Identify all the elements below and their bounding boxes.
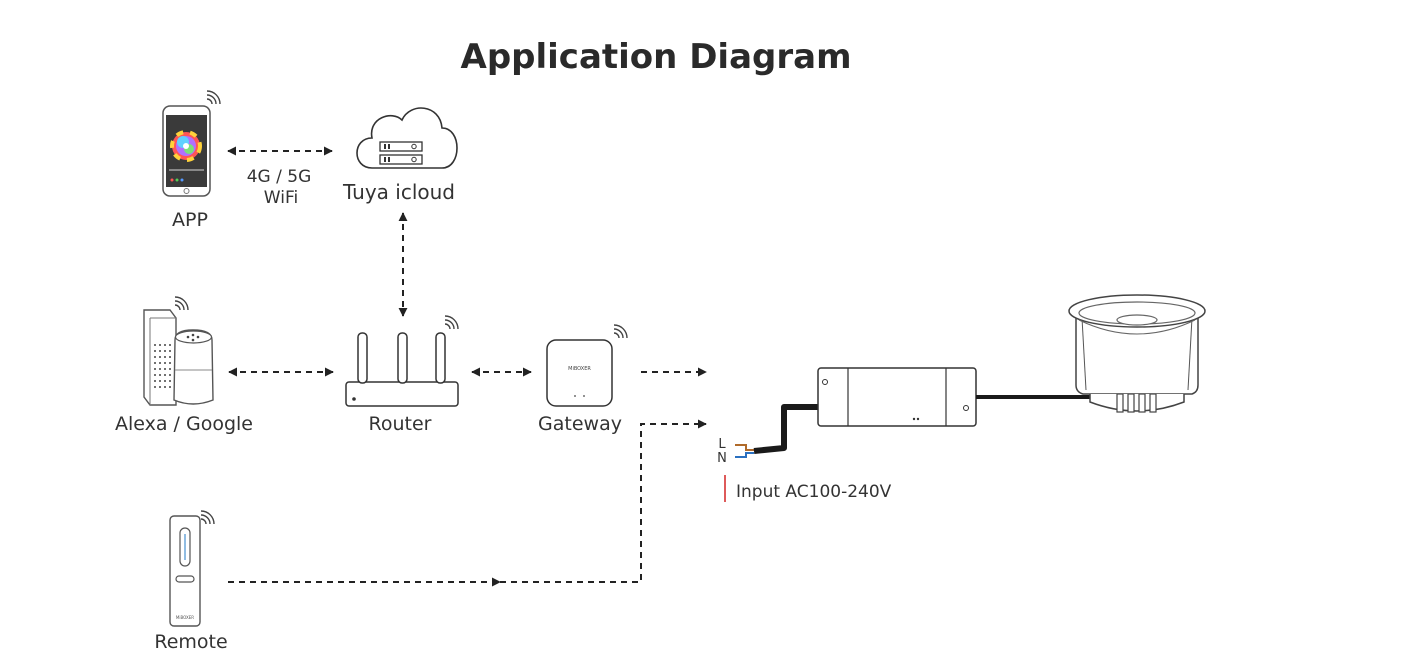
router-label: Router	[369, 413, 432, 435]
app-label: APP	[172, 209, 208, 231]
remote-controller-link	[500, 419, 707, 583]
smartphone-icon	[162, 105, 211, 197]
gateway-brand-text: MiBOXER	[568, 366, 591, 372]
led-driver-controller-icon	[817, 367, 977, 427]
wifi-signal-icon	[613, 324, 628, 339]
app-cloud-link-label-network: 4G / 5G	[247, 167, 312, 187]
gateway-icon: MiBOXER	[546, 339, 613, 407]
live-terminal-label: L	[718, 437, 726, 452]
input-voltage-label: Input AC100-240V	[736, 482, 892, 502]
alexa-google-label: Alexa / Google	[115, 413, 253, 435]
live-wire	[735, 444, 754, 451]
cloud-label: Tuya icloud	[342, 180, 455, 204]
wifi-signal-icon	[200, 510, 215, 525]
remote-control-icon: MiBOXER	[169, 515, 201, 627]
wifi-signal-icon	[174, 296, 189, 311]
wifi-signal-icon	[444, 315, 459, 330]
gateway-label: Gateway	[538, 413, 622, 435]
neutral-wire	[735, 452, 754, 458]
wifi-signal-icon	[206, 90, 221, 105]
app-cloud-link-label-wifi: WiFi	[264, 188, 298, 208]
diagram-title: Application Diagram	[461, 37, 852, 77]
input-cable	[753, 404, 820, 454]
neutral-terminal-label: N	[717, 451, 727, 466]
router-icon	[345, 332, 459, 407]
remote-label: Remote	[154, 631, 227, 653]
remote-brand-text: MiBOXER	[176, 615, 194, 620]
cloud-server-icon	[356, 107, 458, 169]
smart-speaker-icon	[143, 309, 214, 406]
downlight-icon	[1068, 294, 1206, 413]
